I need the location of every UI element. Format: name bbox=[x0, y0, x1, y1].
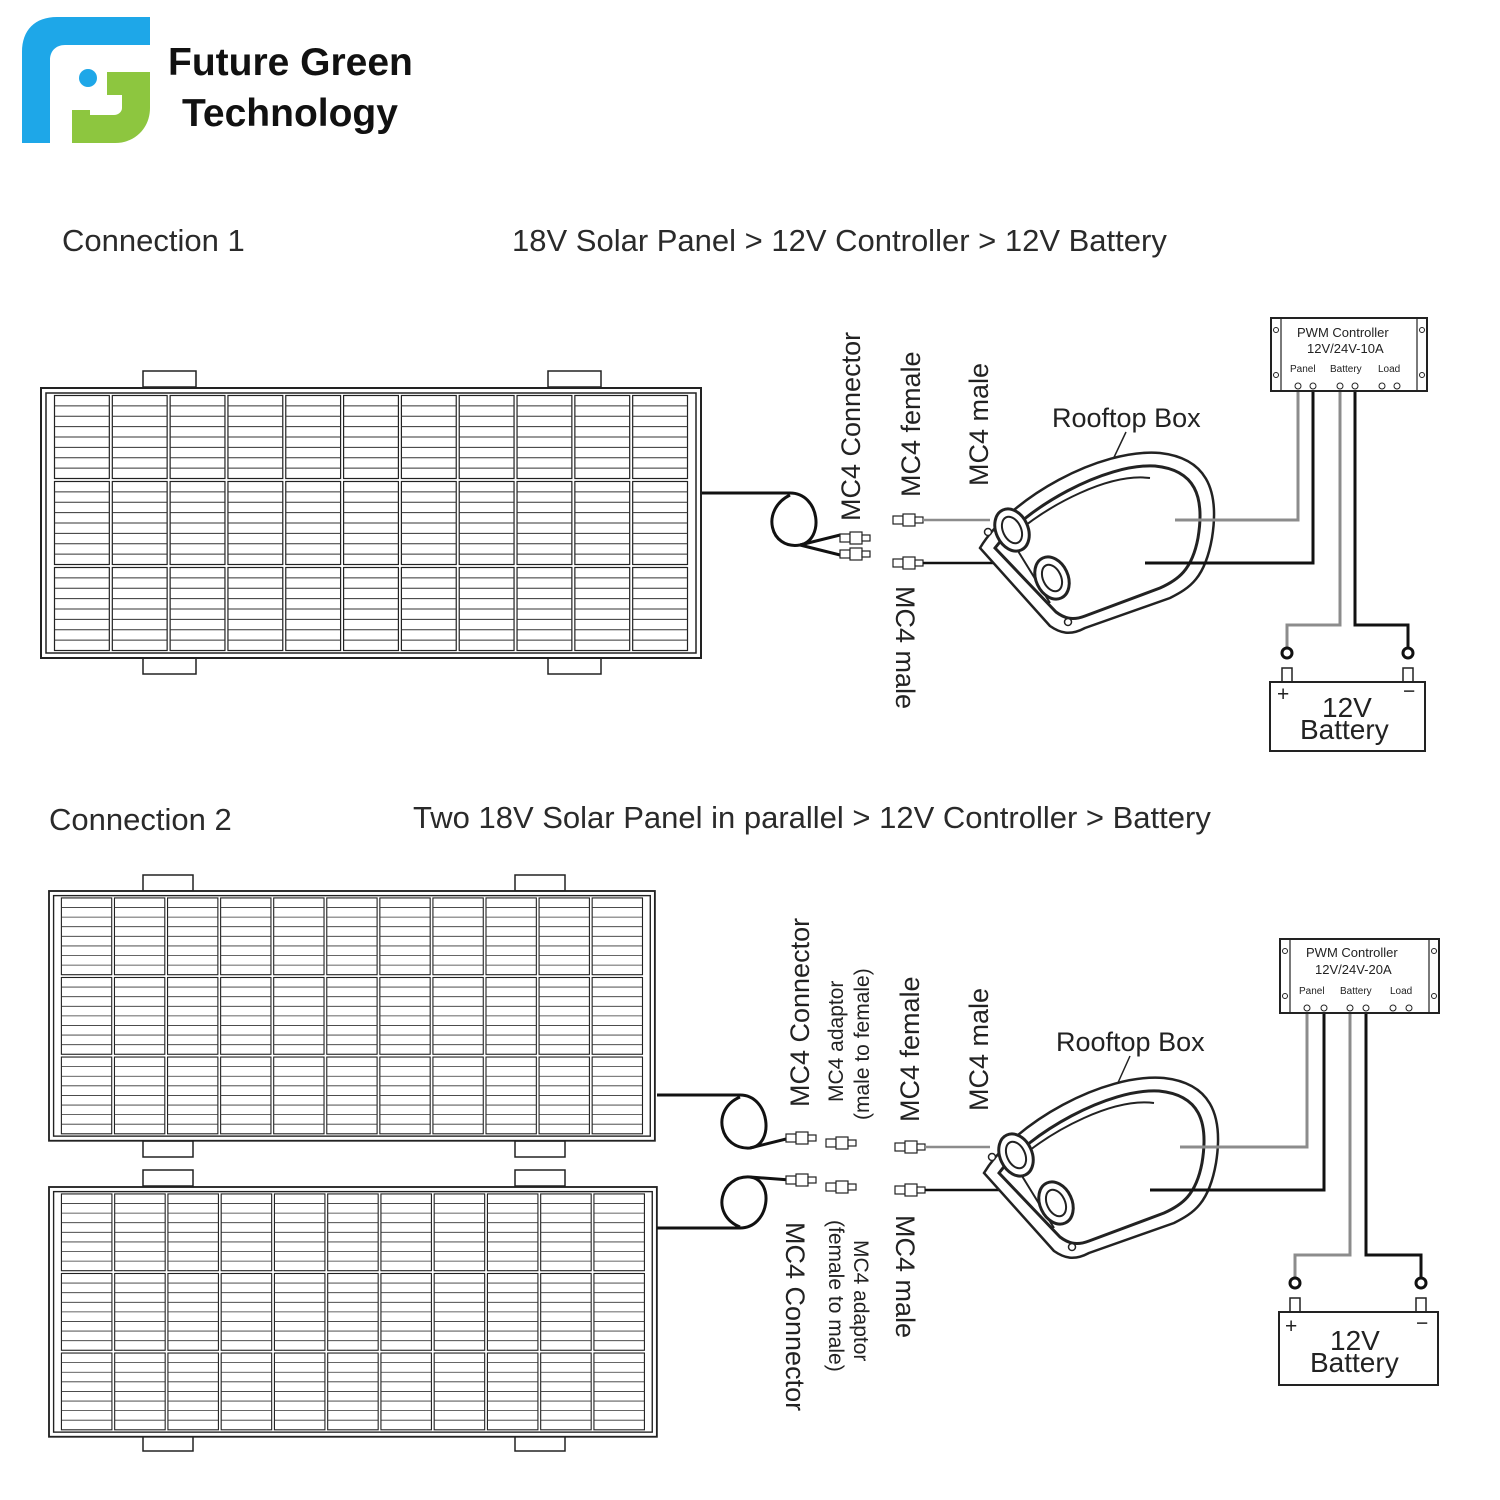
controller2-title: PWM Controller bbox=[1306, 945, 1398, 960]
solar-panel-3 bbox=[48, 1169, 658, 1452]
battery2-plus: + bbox=[1285, 1315, 1297, 1338]
logo-blue-shape bbox=[22, 17, 150, 143]
c2-label-mc4-adaptor-top: MC4 adaptor bbox=[825, 981, 848, 1102]
c1-label-mc4-male-bottom: MC4 male bbox=[890, 586, 920, 709]
battery2-voltage: 12V bbox=[1330, 1325, 1380, 1356]
c2-label-mc4-female: MC4 female bbox=[895, 976, 925, 1122]
c2-label-mc4-connector-top: MC4 Connector bbox=[785, 918, 815, 1107]
c2-label-mc4-connector-bottom: MC4 Connector bbox=[780, 1222, 810, 1411]
controller1-terminals bbox=[1294, 382, 1401, 390]
battery-1 bbox=[1269, 646, 1426, 752]
c2-wires-to-box bbox=[925, 1145, 1010, 1192]
brand-name-line2: Technology bbox=[182, 92, 398, 135]
c2-label-mc4-adaptor-bottom-note: (female to male) bbox=[824, 1220, 847, 1372]
controller2-terminal-load: Load bbox=[1390, 986, 1412, 997]
panel1-cable bbox=[702, 491, 850, 557]
battery-2 bbox=[1278, 1276, 1439, 1386]
c1-label-mc4-male-top: MC4 male bbox=[964, 363, 994, 486]
logo-green-shape bbox=[72, 72, 150, 143]
logo-dot bbox=[79, 69, 97, 87]
connection1-heading: Connection 1 bbox=[62, 223, 245, 258]
pwm-controller-2 bbox=[1279, 938, 1440, 1014]
controller1-rating: 12V/24V-10A bbox=[1307, 341, 1384, 356]
rooftop-box-2 bbox=[982, 1076, 1220, 1260]
c1-wires-to-controller bbox=[1145, 390, 1410, 648]
connection1-description: 18V Solar Panel > 12V Controller > 12V B… bbox=[512, 223, 1167, 258]
controller2-terminal-battery: Battery bbox=[1340, 986, 1372, 997]
connection2-description: Two 18V Solar Panel in parallel > 12V Co… bbox=[413, 800, 1211, 835]
controller2-terminals bbox=[1303, 1004, 1413, 1012]
battery1-minus: − bbox=[1403, 680, 1415, 703]
c2-label-rooftop-box: Rooftop Box bbox=[1056, 1027, 1205, 1057]
panel1-mc4-plugs bbox=[839, 513, 924, 570]
battery1-voltage: 12V bbox=[1322, 692, 1372, 723]
c2-label-mc4-male-bottom: MC4 male bbox=[890, 1215, 920, 1338]
battery2-minus: − bbox=[1416, 1312, 1428, 1335]
c2-label-mc4-male-top: MC4 male bbox=[964, 988, 994, 1111]
controller2-terminal-panel: Panel bbox=[1299, 986, 1325, 997]
battery1-plus: + bbox=[1277, 683, 1289, 706]
pwm-controller-1 bbox=[1270, 317, 1428, 392]
c2-mc4-plugs bbox=[785, 1131, 926, 1197]
c2-label-mc4-adaptor-top-note: (male to female) bbox=[851, 968, 874, 1120]
solar-panel-1 bbox=[40, 370, 702, 675]
battery1-name: Battery bbox=[1300, 714, 1389, 745]
controller1-title: PWM Controller bbox=[1297, 325, 1389, 340]
c1-label-mc4-connector: MC4 Connector bbox=[836, 332, 866, 521]
rooftop-box-1 bbox=[978, 451, 1216, 635]
solar-panel-2 bbox=[48, 874, 656, 1158]
c1-label-rooftop-box: Rooftop Box bbox=[1052, 403, 1201, 433]
panel2-cable bbox=[657, 1093, 800, 1150]
controller1-terminal-load: Load bbox=[1378, 364, 1400, 375]
panel3-cable bbox=[657, 1175, 800, 1230]
battery2-name: Battery bbox=[1310, 1347, 1399, 1378]
controller2-rating: 12V/24V-20A bbox=[1315, 962, 1392, 977]
c2-wires-to-controller bbox=[1150, 1012, 1423, 1278]
brand-name-line1: Future Green bbox=[168, 41, 413, 84]
c1-label-mc4-female: MC4 female bbox=[896, 351, 926, 497]
c1-wires-to-box bbox=[923, 518, 1005, 565]
brand-logo bbox=[22, 17, 150, 143]
connection2-heading: Connection 2 bbox=[49, 802, 232, 837]
c2-label-mc4-adaptor-bottom: MC4 adaptor bbox=[849, 1240, 872, 1361]
controller1-terminal-battery: Battery bbox=[1330, 364, 1362, 375]
controller1-terminal-panel: Panel bbox=[1290, 364, 1316, 375]
